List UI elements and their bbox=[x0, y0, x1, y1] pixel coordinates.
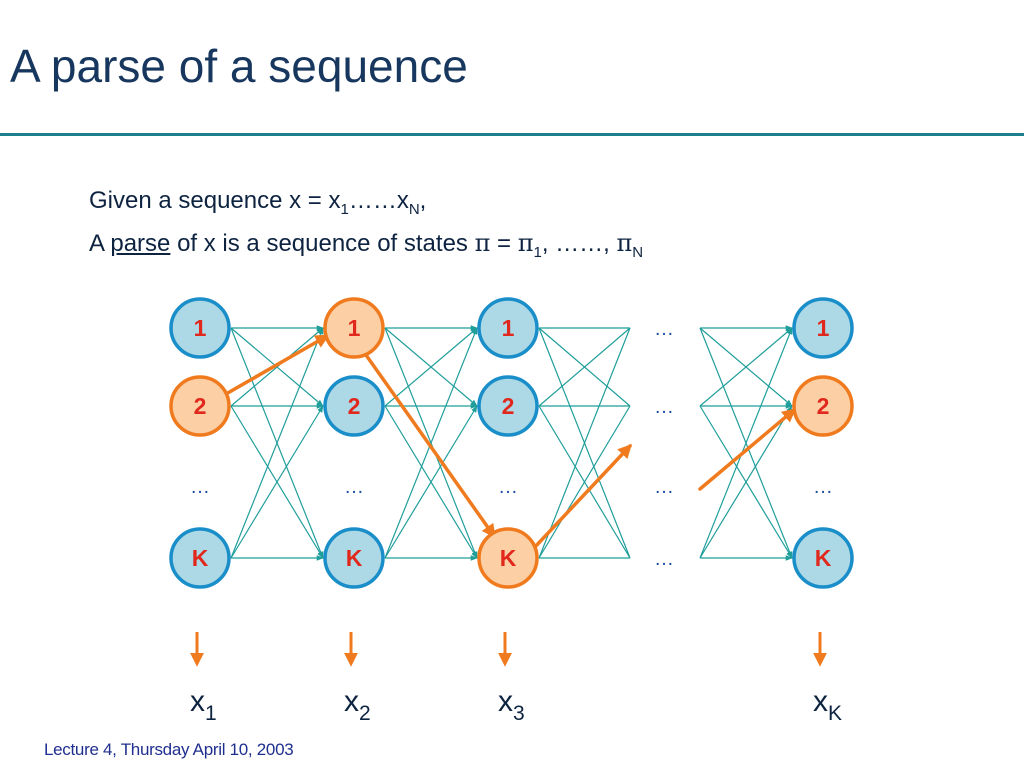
transition-edge bbox=[538, 405, 631, 559]
state-label: 1 bbox=[348, 315, 361, 341]
title-divider bbox=[0, 133, 1024, 136]
line1-end: , bbox=[419, 187, 427, 214]
ellipsis-label: … bbox=[344, 476, 364, 498]
state-label: 2 bbox=[817, 393, 830, 419]
ellipsis-label: … bbox=[654, 396, 674, 418]
definition-line-2: A parse of x is a sequence of states π =… bbox=[89, 229, 643, 261]
state-label: 2 bbox=[194, 393, 207, 419]
ellipsis-label: … bbox=[654, 548, 674, 570]
line1-text: Given a sequence x = x bbox=[89, 187, 341, 214]
state-node bbox=[477, 375, 539, 437]
line2-dots: , ……, bbox=[541, 230, 617, 257]
state-node bbox=[169, 297, 231, 359]
ellipsis-label: … bbox=[498, 476, 518, 498]
line2-mid: of x is a sequence of states bbox=[170, 230, 475, 257]
footer-text: Lecture 4, Thursday April 10, 2003 bbox=[44, 740, 294, 759]
transition-edge bbox=[699, 327, 793, 407]
definition-line-1: Given a sequence x = x1……xN, bbox=[89, 187, 426, 218]
transition-edge bbox=[230, 327, 324, 559]
transition-edge bbox=[538, 327, 631, 559]
state-node-highlighted bbox=[792, 375, 854, 437]
line2-eq: = bbox=[490, 230, 518, 257]
line2-sub-n: N bbox=[632, 243, 644, 261]
state-node bbox=[792, 297, 854, 359]
ellipsis-label: … bbox=[654, 476, 674, 498]
line1-mid: ……x bbox=[348, 187, 409, 214]
line2-sub-1: 1 bbox=[533, 243, 542, 261]
observation-label: x1 bbox=[190, 685, 217, 725]
transition-edge bbox=[230, 327, 324, 407]
state-node bbox=[323, 375, 385, 437]
transition-edge bbox=[699, 405, 793, 559]
parse-term: parse bbox=[110, 230, 171, 257]
state-label: K bbox=[815, 545, 832, 571]
line1-sub-1: 1 bbox=[340, 200, 349, 218]
state-node-highlighted bbox=[169, 375, 231, 437]
observation-label: x2 bbox=[344, 685, 371, 725]
transition-edge bbox=[384, 327, 478, 407]
observation-label: xK bbox=[813, 685, 842, 725]
state-node bbox=[792, 527, 854, 589]
slide-title: A parse of a sequence bbox=[10, 40, 468, 92]
parse-path-edge bbox=[364, 353, 496, 539]
state-node bbox=[169, 527, 231, 589]
transition-edge bbox=[230, 405, 324, 559]
parse-path-edge bbox=[532, 443, 632, 550]
observation-label: x3 bbox=[498, 685, 525, 725]
state-label: 1 bbox=[817, 315, 830, 341]
line1-sub-n: N bbox=[408, 200, 420, 218]
parse-path-edge bbox=[224, 334, 330, 396]
state-node bbox=[477, 297, 539, 359]
pi-symbol: π bbox=[474, 229, 491, 257]
parse-path-edge bbox=[698, 408, 797, 491]
ellipsis-label: … bbox=[654, 318, 674, 340]
state-label: K bbox=[500, 545, 517, 571]
transition-edge bbox=[538, 327, 631, 407]
state-label: 1 bbox=[194, 315, 207, 341]
state-label: 2 bbox=[348, 393, 361, 419]
state-node-highlighted bbox=[477, 527, 539, 589]
pi-n-symbol: π bbox=[616, 229, 633, 257]
state-label: 2 bbox=[502, 393, 515, 419]
state-label: 1 bbox=[502, 315, 515, 341]
pi-1-symbol: π bbox=[517, 229, 534, 257]
line2-prefix: A bbox=[89, 230, 111, 257]
state-node bbox=[323, 527, 385, 589]
ellipsis-label: … bbox=[190, 476, 210, 498]
state-node-highlighted bbox=[323, 297, 385, 359]
state-label: K bbox=[192, 545, 209, 571]
transition-edge bbox=[699, 327, 793, 559]
ellipsis-label: … bbox=[813, 476, 833, 498]
transition-edge bbox=[384, 405, 478, 559]
state-label: K bbox=[346, 545, 363, 571]
transition-edge bbox=[384, 327, 478, 559]
